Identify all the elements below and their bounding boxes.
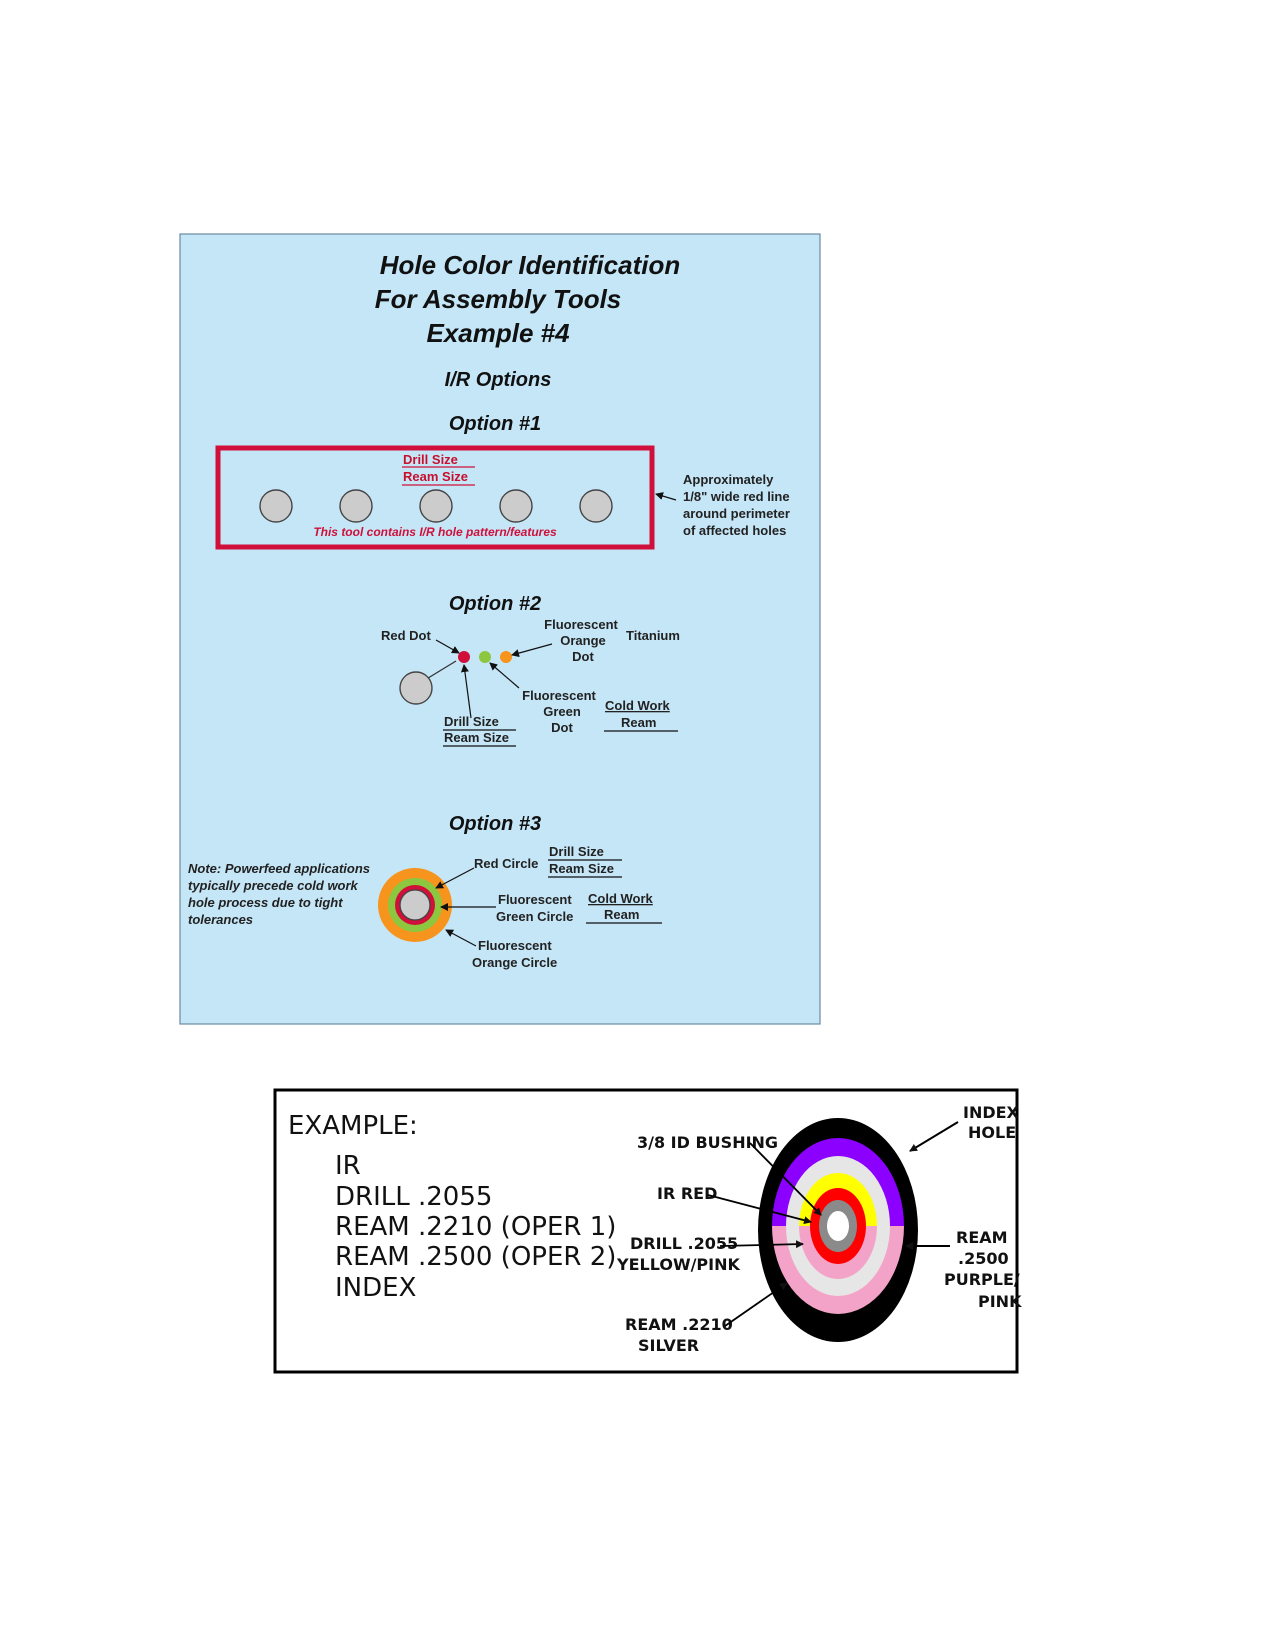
red-circle-label: Red Circle [474, 856, 538, 871]
option2-drill-size: Drill Size [444, 714, 499, 729]
option3-heading: Option #3 [449, 813, 541, 835]
ream2500-label-line2: .2500 [958, 1249, 1009, 1268]
ream2500-label-line4: PINK [978, 1292, 1022, 1311]
option3-ream-size: Ream Size [549, 861, 614, 876]
green-circle-label-line2: Green Circle [496, 909, 573, 924]
orange-dot-arrow [511, 643, 553, 658]
example-line-ir: IR [335, 1151, 361, 1181]
callout-line1: Approximately [683, 472, 774, 487]
option3-hole [399, 889, 431, 921]
hole-1 [259, 489, 293, 523]
green-dot-label-line3: Dot [551, 720, 573, 735]
red-dot-label: Red Dot [381, 628, 432, 643]
option1-ream-size: Ream Size [403, 469, 468, 484]
option1-tool-note: This tool contains I/R hole pattern/feat… [313, 525, 557, 539]
callout-line2: 1/8" wide red line [683, 489, 790, 504]
ir-red-arrow [707, 1194, 812, 1225]
orange-dot-label-line2: Orange [560, 633, 606, 648]
green-dot-label-line2: Green [543, 704, 581, 719]
red-dot [458, 651, 470, 663]
drill-label-line1: DRILL .2055 [630, 1234, 738, 1253]
green-dot-arrow [489, 662, 520, 689]
example-line-ream1: REAM .2210 (OPER 1) [335, 1212, 616, 1242]
ream2500-label-line1: REAM [956, 1228, 1008, 1247]
bushing-arrow [749, 1142, 822, 1216]
note-line4: tolerances [188, 912, 253, 927]
option2-heading: Option #2 [449, 593, 541, 615]
option2-ream: Ream [621, 715, 656, 730]
option1-drill-size: Drill Size [403, 452, 458, 467]
panel-title-line2: For Assembly Tools [375, 284, 622, 314]
option2-hole [399, 671, 433, 705]
red-perimeter-box [215, 445, 655, 550]
hole-2 [339, 489, 373, 523]
perimeter-callout-arrow [655, 492, 677, 501]
panel-title-line3: Example #4 [426, 318, 570, 348]
green-dot-label-line1: Fluorescent [522, 688, 596, 703]
callout-line4: of affected holes [683, 523, 786, 538]
hole-color-id-panel: Hole Color Identification For Assembly T… [179, 233, 821, 1025]
example-line-drill: DRILL .2055 [335, 1182, 492, 1212]
note-line3: hole process due to tight [188, 895, 343, 910]
note-line1: Note: Powerfeed applications [188, 861, 370, 876]
orange-dot-label-line3: Dot [572, 649, 594, 664]
hole-5 [579, 489, 613, 523]
panel-background [179, 233, 821, 1025]
red-dot-arrow [435, 639, 460, 654]
bushing-target [758, 1118, 918, 1342]
ream2210-label-line1: REAM .2210 [625, 1315, 733, 1334]
option2-cold-work: Cold Work [605, 698, 671, 713]
panel-title-line1: Hole Color Identification [380, 250, 680, 280]
option2-ream-size: Ream Size [444, 730, 509, 745]
bushing-example-panel: EXAMPLE: IR DRILL .2055 REAM .2210 (OPER… [273, 1088, 1022, 1374]
option3-cold-work: Cold Work [588, 891, 654, 906]
green-circle-label-line1: Fluorescent [498, 892, 572, 907]
orange-circle-arrow [445, 929, 477, 947]
option3-drill-size: Drill Size [549, 844, 604, 859]
example-label: EXAMPLE: [288, 1111, 418, 1141]
example-line-ream2: REAM .2500 (OPER 2) [335, 1242, 616, 1272]
ream2210-arrow [724, 1282, 788, 1327]
option-2: Option #2 Red Dot Fluorescent Orange Dot… [381, 593, 680, 747]
index-hole-arrow [909, 1121, 959, 1152]
titanium-label: Titanium [626, 628, 680, 643]
hole-3 [419, 489, 453, 523]
option-3: Option #3 Note: Powerfeed applications t… [188, 813, 662, 970]
hole-4 [499, 489, 533, 523]
callout-line3: around perimeter [683, 506, 790, 521]
green-dot [479, 651, 491, 663]
orange-dot [500, 651, 512, 663]
drill-size-arrow [460, 664, 472, 719]
bushing-bore [827, 1211, 849, 1241]
option1-heading: Option #1 [449, 413, 541, 435]
index-hole-label-line2: HOLE [968, 1123, 1016, 1142]
bushing-label: 3/8 ID BUSHING [637, 1133, 778, 1152]
orange-dot-label-line1: Fluorescent [544, 617, 618, 632]
ir-red-label: IR RED [657, 1184, 717, 1203]
ream2210-label-line2: SILVER [638, 1336, 699, 1355]
orange-circle-label-line2: Orange Circle [472, 955, 557, 970]
panel-subtitle: I/R Options [445, 369, 552, 391]
drill-arrow [719, 1240, 804, 1249]
example-line-index: INDEX [335, 1273, 416, 1303]
option-1: Option #1 Drill Size Ream Size This tool… [215, 413, 790, 550]
red-circle-arrow [435, 867, 475, 889]
ream2500-label-line3: PURPLE/ [944, 1270, 1020, 1289]
index-hole-label-line1: INDEX [963, 1103, 1020, 1122]
orange-circle-label-line1: Fluorescent [478, 938, 552, 953]
drill-label-line2: YELLOW/PINK [616, 1255, 741, 1274]
note-line2: typically precede cold work [188, 878, 359, 893]
option3-ream: Ream [604, 907, 639, 922]
